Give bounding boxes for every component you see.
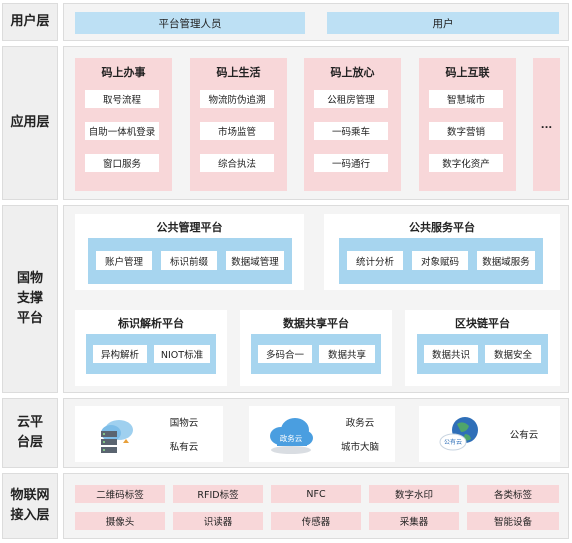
application-layer-body: 码上办事 取号流程 自助一体机登录 窗口服务 码上生活 物流防伪追溯 市场监管 … <box>63 46 569 200</box>
platform-item: 异构解析 <box>93 345 147 363</box>
platform-item: 多码合一 <box>258 345 312 363</box>
data-sharing-title: 数据共享平台 <box>283 317 349 330</box>
public-management-platform: 公共管理平台 账户管理 标识前缀 数据域管理 <box>75 214 304 290</box>
app-column-more: ... <box>533 58 560 191</box>
identifier-resolution-strip: 异构解析 NIOT标准 <box>86 334 216 374</box>
iot-item: 二维码标签 <box>75 485 165 503</box>
support-layer-label: 国物 支撑 平台 <box>2 205 58 393</box>
public-service-title: 公共服务平台 <box>409 221 475 234</box>
app-column-assured: 码上放心 公租房管理 一码乘车 一码通行 <box>304 58 401 191</box>
blockchain-strip: 数据共识 数据安全 <box>417 334 548 374</box>
cloud-layer-label-text: 云平 台层 <box>16 415 43 450</box>
iot-item: 摄像头 <box>75 512 165 530</box>
cloud-item: 私有云 <box>169 442 199 453</box>
platform-item: 对象赋码 <box>412 251 468 270</box>
data-sharing-strip: 多码合一 数据共享 <box>251 334 381 374</box>
app-column-interconnect-title: 码上互联 <box>445 66 490 79</box>
iot-layer-label-text: 物联网 接入层 <box>10 488 50 523</box>
user-layer-body: 平台管理人员 用户 <box>63 3 569 41</box>
platform-item: 数据共识 <box>424 345 478 363</box>
server-cloud-icon <box>101 420 133 453</box>
public-service-strip: 统计分析 对象赋码 数据域服务 <box>339 238 543 284</box>
platform-item: 统计分析 <box>347 251 403 270</box>
app-item: 窗口服务 <box>85 154 159 172</box>
identifier-resolution-platform: 标识解析平台 异构解析 NIOT标准 <box>75 310 227 386</box>
app-column-life-title: 码上生活 <box>216 66 261 79</box>
app-column-service-title: 码上办事 <box>101 66 146 79</box>
cloud-item: 公有云 <box>509 430 539 441</box>
platform-item: 数据安全 <box>485 345 541 363</box>
user-layer-label-text: 用户层 <box>10 14 50 29</box>
app-item: 物流防伪追溯 <box>200 90 274 108</box>
public-cloud-icon-label: 公有云 <box>444 438 462 446</box>
public-cloud-icon: 公有云 <box>439 417 478 451</box>
cloud-item: 国物云 <box>169 418 199 429</box>
government-cloud-icon-label: 政务云 <box>280 433 303 443</box>
cloud-item: 政务云 <box>345 418 375 429</box>
platform-item: 数据域管理 <box>226 251 284 270</box>
user-item-user-text: 用户 <box>432 17 454 30</box>
app-item: 一码通行 <box>314 154 388 172</box>
iot-item: 智能设备 <box>467 512 559 530</box>
cloud-layer-label: 云平 台层 <box>2 398 58 468</box>
platform-item: 账户管理 <box>96 251 152 270</box>
blockchain-platform: 区块链平台 数据共识 数据安全 <box>405 310 560 386</box>
support-layer-body: 公共管理平台 账户管理 标识前缀 数据域管理 公共服务平台 统计分析 对象赋码 … <box>63 205 569 393</box>
support-layer-label-text: 国物 支撑 平台 <box>16 271 43 326</box>
cloud-group-government: 政务云 政务云 城市大脑 <box>249 406 395 462</box>
iot-item: 传感器 <box>271 512 361 530</box>
application-layer-label-text: 应用层 <box>10 115 50 130</box>
app-item: 自助一体机登录 <box>85 122 159 140</box>
app-item: 数字化资产 <box>429 154 503 172</box>
platform-item: 标识前缀 <box>161 251 217 270</box>
public-service-platform: 公共服务平台 统计分析 对象赋码 数据域服务 <box>324 214 560 290</box>
app-item: 综合执法 <box>200 154 274 172</box>
user-layer-label: 用户层 <box>2 3 58 41</box>
blockchain-title: 区块链平台 <box>455 317 510 330</box>
public-management-strip: 账户管理 标识前缀 数据域管理 <box>88 238 292 284</box>
platform-item: 数据共享 <box>319 345 375 363</box>
data-sharing-platform: 数据共享平台 多码合一 数据共享 <box>240 310 392 386</box>
app-column-service: 码上办事 取号流程 自助一体机登录 窗口服务 <box>75 58 172 191</box>
cloud-item: 城市大脑 <box>340 442 379 453</box>
iot-item: 识读器 <box>173 512 263 530</box>
app-column-interconnect: 码上互联 智慧城市 数字营销 数字化资产 <box>419 58 516 191</box>
user-item-admin: 平台管理人员 <box>75 12 305 34</box>
application-layer-label: 应用层 <box>2 46 58 200</box>
app-item: 市场监管 <box>200 122 274 140</box>
app-item: 智慧城市 <box>429 90 503 108</box>
platform-item: 数据域服务 <box>477 251 535 270</box>
identifier-resolution-title: 标识解析平台 <box>118 317 184 330</box>
app-item: 取号流程 <box>85 90 159 108</box>
iot-layer-body: 二维码标签 RFID标签 NFC 数字水印 各类标签 摄像头 识读器 传感器 采… <box>63 473 569 539</box>
app-more-ellipsis: ... <box>540 120 553 131</box>
cloud-layer-body: 国物云 私有云 政务云 政务云 城市大脑 公有云 <box>63 398 569 468</box>
app-column-life: 码上生活 物流防伪追溯 市场监管 综合执法 <box>190 58 287 191</box>
public-management-title: 公共管理平台 <box>156 221 223 234</box>
cloud-group-public: 公有云 公有云 <box>419 406 560 462</box>
app-column-assured-title: 码上放心 <box>330 66 375 79</box>
iot-layer-label: 物联网 接入层 <box>2 473 58 539</box>
platform-item: NIOT标准 <box>154 345 210 363</box>
app-item: 数字营销 <box>429 122 503 140</box>
app-item: 一码乘车 <box>314 122 388 140</box>
user-item-admin-text: 平台管理人员 <box>158 17 222 30</box>
app-item: 公租房管理 <box>314 90 388 108</box>
iot-item: 数字水印 <box>369 485 459 503</box>
iot-item: NFC <box>271 485 361 503</box>
iot-item: RFID标签 <box>173 485 263 503</box>
user-item-user: 用户 <box>327 12 559 34</box>
iot-item: 采集器 <box>369 512 459 530</box>
cloud-group-private: 国物云 私有云 <box>75 406 223 462</box>
government-cloud-icon: 政务云 <box>270 418 313 454</box>
iot-item: 各类标签 <box>467 485 559 503</box>
